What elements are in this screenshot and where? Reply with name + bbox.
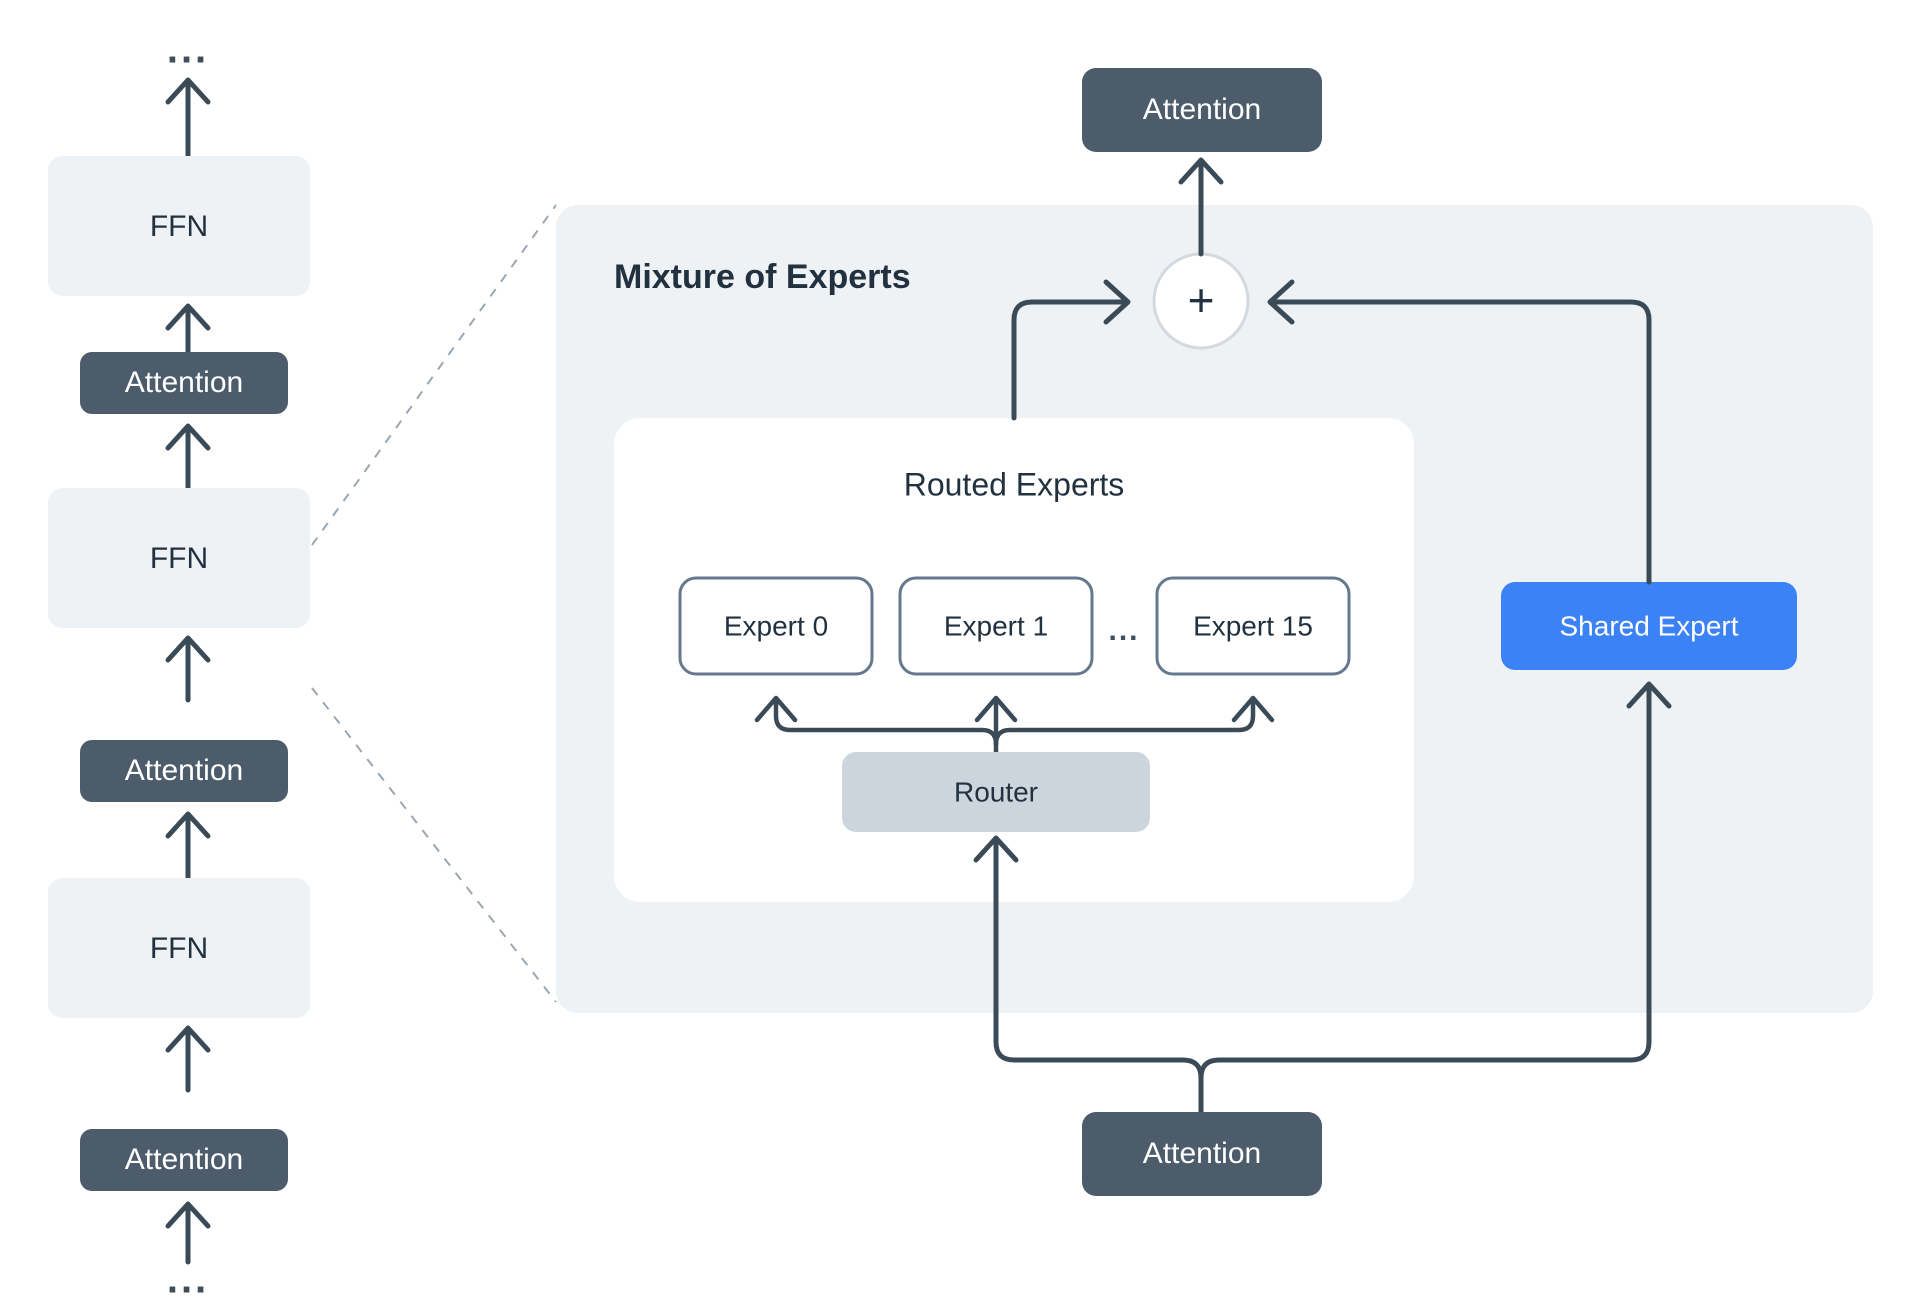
- dashed-connector-bottom: [311, 687, 557, 1003]
- plus-icon: +: [1188, 274, 1215, 326]
- shared-expert-box[interactable]: Shared Expert: [1501, 582, 1797, 670]
- router-fanout-arrows: [754, 695, 1275, 775]
- expert-box-15[interactable]: Expert 15: [1155, 576, 1351, 676]
- input-attention-label: Attention: [1143, 1137, 1261, 1170]
- arrow-ffn-mid-to-attention-1: [165, 423, 211, 491]
- ffn-box-bottom[interactable]: FFN: [48, 878, 310, 1018]
- arrow-routed-experts-to-combine: [1011, 279, 1131, 421]
- expert-box-15-label: Expert 15: [1193, 610, 1313, 641]
- zoom-connector-lines: [311, 204, 557, 1003]
- ffn-box-top[interactable]: FFN: [48, 156, 310, 296]
- moe-panel-title: Mixture of Experts: [614, 258, 911, 296]
- experts-ellipsis: ...: [1108, 614, 1139, 647]
- expert-box-1[interactable]: Expert 1: [898, 576, 1094, 676]
- combine-plus-node[interactable]: +: [1152, 252, 1250, 350]
- expert-box-0[interactable]: Expert 0: [678, 576, 874, 676]
- attention-box-1[interactable]: Attention: [80, 352, 288, 414]
- attention-box-1-label: Attention: [125, 366, 243, 399]
- router-box[interactable]: Router: [842, 752, 1150, 832]
- attention-box-3[interactable]: Attention: [80, 1129, 288, 1191]
- stack-top-ellipsis: ...: [167, 28, 209, 72]
- expert-box-1-label: Expert 1: [944, 610, 1048, 641]
- expert-box-0-label: Expert 0: [724, 610, 828, 641]
- mixture-of-experts-panel: Mixture of Experts Routed Experts Expert…: [556, 205, 1873, 1013]
- attention-box-2[interactable]: Attention: [80, 740, 288, 802]
- stack-bottom-ellipsis: ...: [167, 1258, 209, 1302]
- arrow-ellipsis-to-attention-3: [165, 1201, 211, 1265]
- left-transformer-stack: ... FFN Attention FFN: [48, 28, 310, 1302]
- routed-experts-panel: Routed Experts Expert 0 Expert 1 ... Exp…: [614, 418, 1414, 902]
- input-attention-box[interactable]: Attention: [1082, 1112, 1322, 1196]
- ffn-box-middle[interactable]: FFN: [48, 488, 310, 628]
- ffn-box-middle-label: FFN: [150, 542, 208, 575]
- arrow-combine-to-output-attention: [1178, 157, 1224, 257]
- router-box-label: Router: [954, 776, 1038, 807]
- arrow-ffn-top-to-ellipsis: [165, 77, 211, 158]
- arrow-ffn-bottom-to-attention-2: [165, 811, 211, 881]
- arrow-attention-3-to-ffn-bottom: [165, 1025, 211, 1093]
- dashed-connector-top: [311, 204, 557, 546]
- arrow-attention-2-to-ffn-middle: [165, 635, 211, 703]
- attention-box-2-label: Attention: [125, 754, 243, 787]
- ffn-box-top-label: FFN: [150, 210, 208, 243]
- output-attention-label: Attention: [1143, 93, 1261, 126]
- ffn-box-bottom-label: FFN: [150, 932, 208, 965]
- routed-experts-title: Routed Experts: [904, 466, 1125, 502]
- input-attention-fanout: [973, 681, 1672, 1115]
- output-attention-box[interactable]: Attention: [1082, 68, 1322, 152]
- shared-expert-label: Shared Expert: [1560, 610, 1739, 641]
- arrow-shared-expert-to-combine: [1267, 279, 1652, 585]
- attention-box-3-label: Attention: [125, 1143, 243, 1176]
